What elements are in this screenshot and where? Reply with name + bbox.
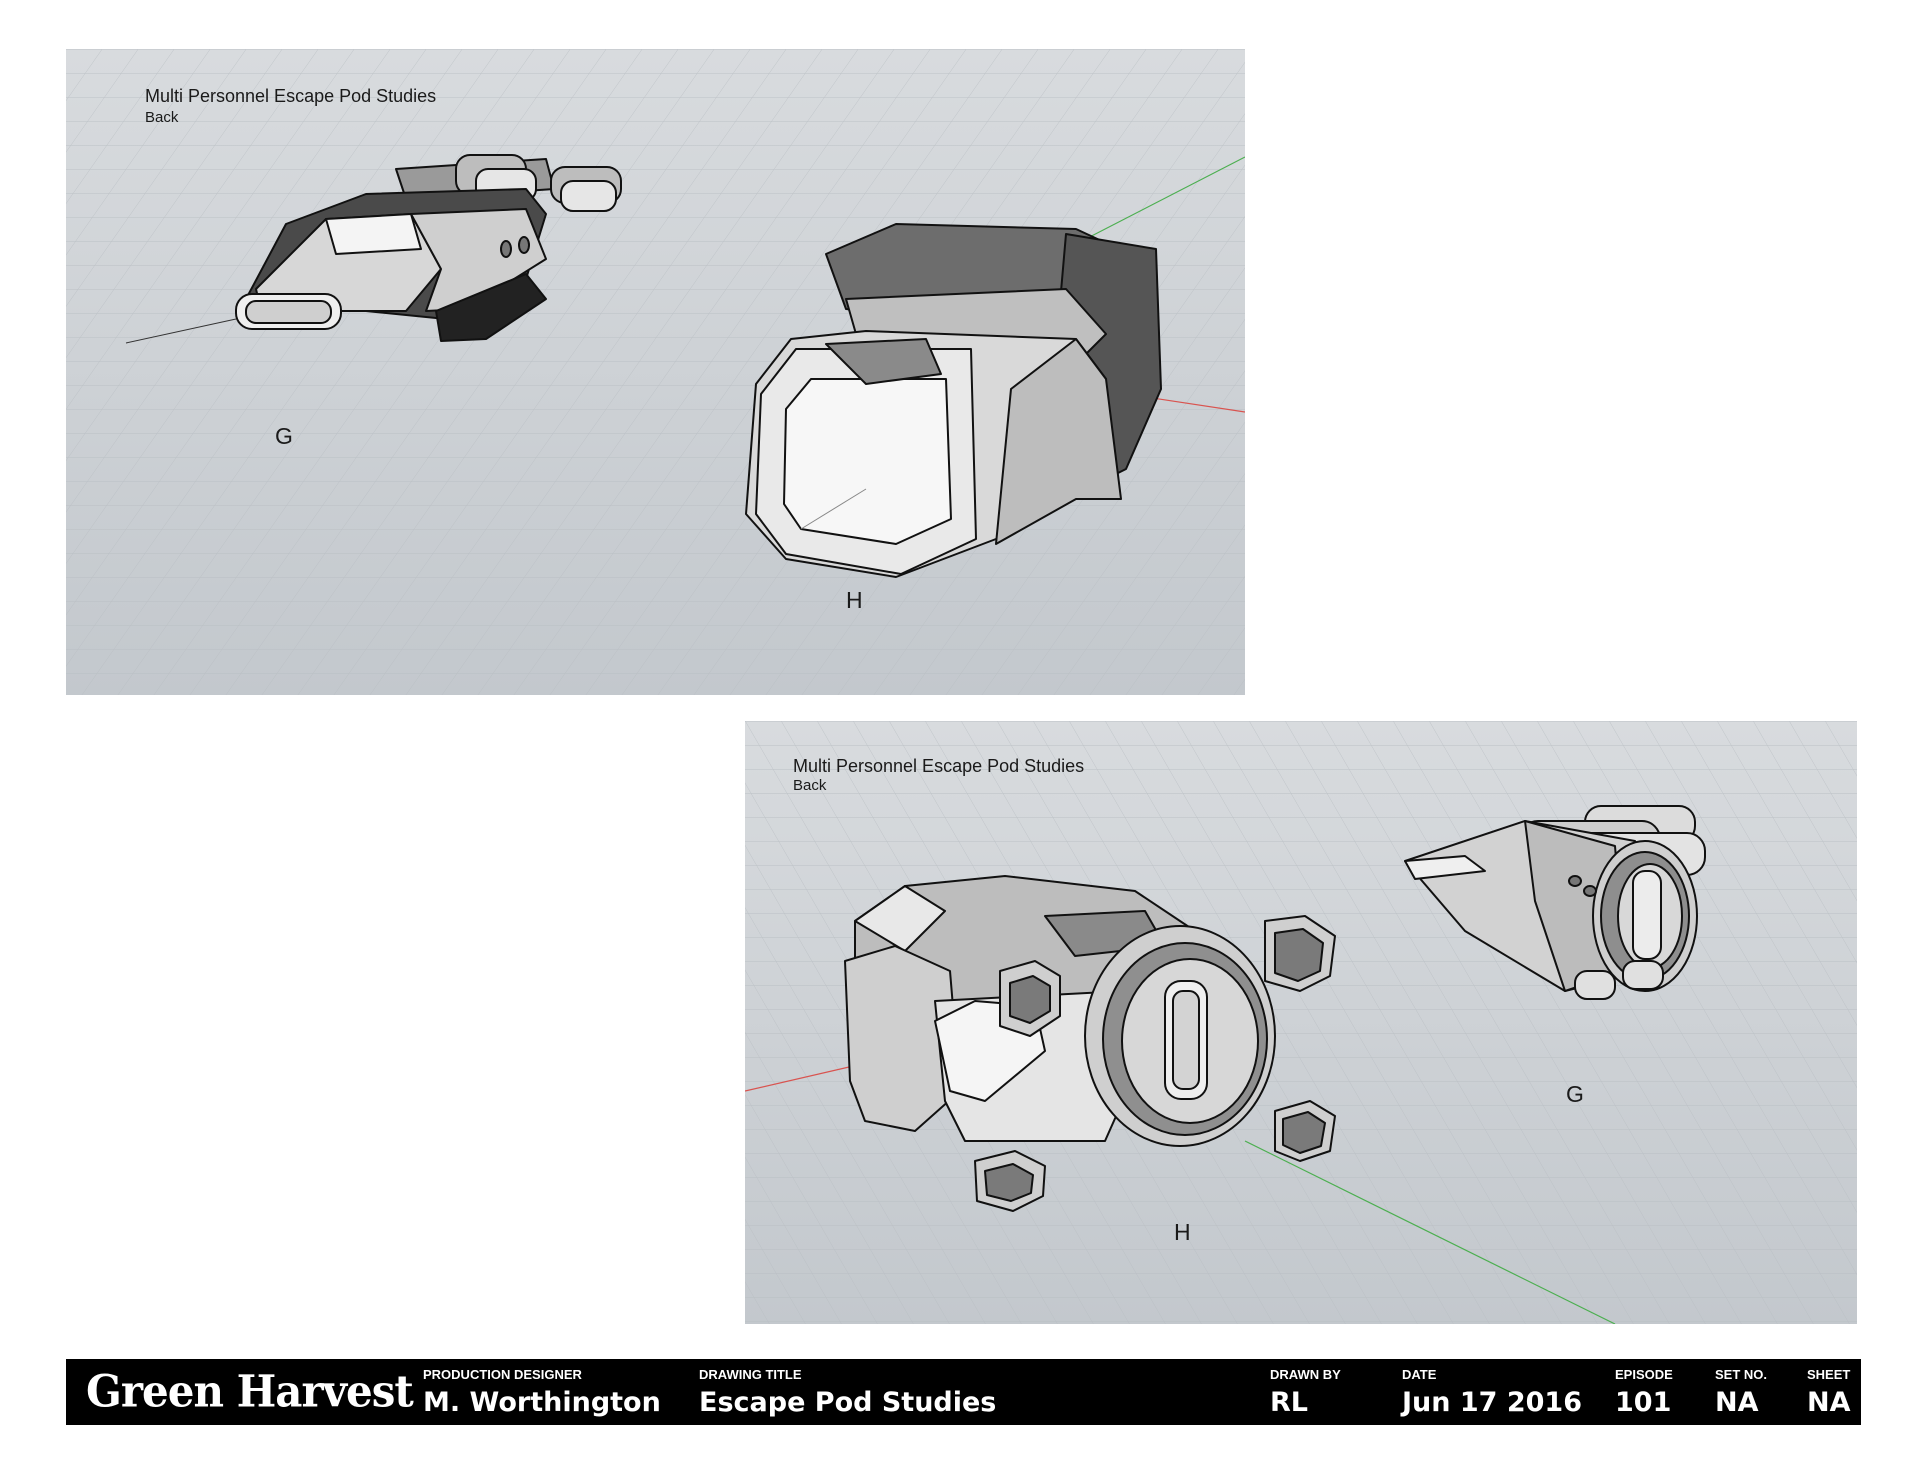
pod-g-model bbox=[235, 154, 622, 342]
date-value: Jun 17 2016 bbox=[1402, 1387, 1583, 1418]
brand-logo: Green Harvest bbox=[86, 1365, 414, 1418]
pod-label-g: G bbox=[1566, 1081, 1584, 1107]
date-label: DATE bbox=[1402, 1367, 1437, 1382]
pod-h-model bbox=[844, 875, 1336, 1212]
drawn-by-label: DRAWN BY bbox=[1270, 1367, 1341, 1382]
pod-label-g: G bbox=[275, 423, 293, 449]
drawing-title-label: DRAWING TITLE bbox=[699, 1367, 802, 1382]
pod-label-h: H bbox=[846, 587, 863, 613]
production-designer-label: PRODUCTION DESIGNER bbox=[423, 1367, 582, 1382]
viewport-top[interactable]: Multi Personnel Escape Pod Studies Back … bbox=[66, 49, 1245, 695]
sheet-value: NA bbox=[1807, 1387, 1851, 1418]
episode-value: 101 bbox=[1615, 1387, 1672, 1418]
drawn-by-value: RL bbox=[1270, 1387, 1308, 1418]
set-no-label: SET NO. bbox=[1715, 1367, 1768, 1382]
viewport-bottom[interactable]: Multi Personnel Escape Pod Studies Back … bbox=[745, 721, 1857, 1324]
axis-y-line bbox=[1075, 156, 1245, 245]
viewport-subtitle: Back bbox=[145, 109, 179, 126]
viewport-bottom-scene bbox=[745, 721, 1857, 1324]
axis-z-line bbox=[125, 318, 237, 344]
production-designer-value: M. Worthington bbox=[423, 1387, 661, 1418]
viewport-title: Multi Personnel Escape Pod Studies bbox=[793, 756, 1085, 776]
viewport-title: Multi Personnel Escape Pod Studies bbox=[145, 86, 437, 106]
set-no-value: NA bbox=[1715, 1387, 1759, 1418]
drawing-title-value: Escape Pod Studies bbox=[699, 1387, 997, 1418]
viewport-top-scene bbox=[66, 49, 1245, 695]
title-block: Green Harvest PRODUCTION DESIGNER M. Wor… bbox=[66, 1359, 1861, 1425]
pod-h-model bbox=[745, 223, 1162, 578]
pod-g-model bbox=[1404, 805, 1706, 1000]
viewport-subtitle: Back bbox=[793, 777, 827, 794]
sheet-label: SHEET bbox=[1807, 1367, 1851, 1382]
axis-y-line bbox=[1244, 1140, 1616, 1324]
pod-label-h: H bbox=[1174, 1219, 1191, 1245]
episode-label: EPISODE bbox=[1615, 1367, 1673, 1382]
